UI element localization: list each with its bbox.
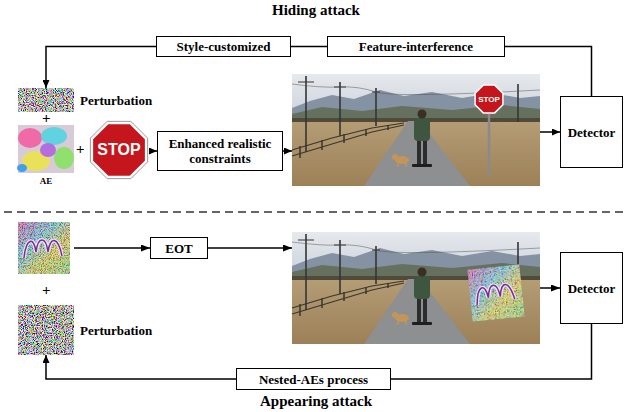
- connector-arrow: [46, 355, 236, 379]
- perturbation-image: Perturbation: [18, 305, 152, 355]
- box-label: Style-customized: [177, 39, 271, 54]
- flow-arrow: [74, 247, 150, 249]
- section-heading: Hiding attack: [272, 2, 360, 19]
- patch-in-photo: [467, 264, 524, 321]
- connector-arrow: [291, 46, 327, 48]
- box-label: Detector: [568, 125, 616, 140]
- process-box: Nested-AEs process: [236, 368, 391, 390]
- photo-scene: [292, 232, 540, 344]
- box-label: Feature-interference: [359, 39, 473, 54]
- node-label: Perturbation: [80, 323, 152, 338]
- flow-arrow: [208, 247, 292, 249]
- connector-arrow: [391, 324, 592, 379]
- process-box: Style-customized: [156, 36, 291, 57]
- stop-sign-in-photo: [475, 85, 503, 113]
- noise-image: [18, 88, 74, 112]
- box-label: EOT: [165, 241, 192, 256]
- node-label: STOP: [478, 95, 500, 104]
- node-label: STOP: [97, 141, 140, 159]
- box-label: Detector: [568, 281, 616, 296]
- process-box: Enhanced realistic constraints: [157, 131, 283, 171]
- connector-arrow: [540, 131, 560, 133]
- node-label: AE: [40, 176, 53, 186]
- node-label: Perturbation: [80, 93, 152, 108]
- perturbation-image: Perturbation: [18, 88, 152, 112]
- scene-photo: STOP: [292, 74, 540, 186]
- flow-arrow: [540, 287, 560, 289]
- detector-box: Detector: [560, 252, 623, 324]
- stop-sign: STOP: [87, 118, 151, 182]
- noise-image: [18, 305, 74, 355]
- separator-line: [4, 211, 628, 213]
- plus-sign: +: [42, 282, 51, 299]
- process-box: EOT: [150, 237, 208, 259]
- sign-post: [488, 114, 491, 176]
- sign-rim: [90, 121, 147, 178]
- patch-image: [18, 222, 70, 274]
- connector-arrow: [46, 47, 156, 89]
- photo-scene: [292, 74, 540, 186]
- ae-image: [17, 125, 74, 173]
- plus-sign: +: [42, 110, 51, 127]
- detector-box: Detector: [560, 96, 623, 168]
- plus-sign: +: [76, 141, 85, 158]
- box-label: Enhanced realistic constraints: [162, 136, 278, 166]
- adversarial-example-image: AE: [18, 125, 74, 186]
- connector-arrow: [505, 47, 592, 97]
- sign-face: [93, 124, 145, 176]
- box-label: Nested-AEs process: [259, 372, 368, 387]
- connector-arrow: [283, 150, 292, 152]
- process-box: Feature-interference: [327, 36, 505, 57]
- section-heading: Appearing attack: [260, 393, 372, 410]
